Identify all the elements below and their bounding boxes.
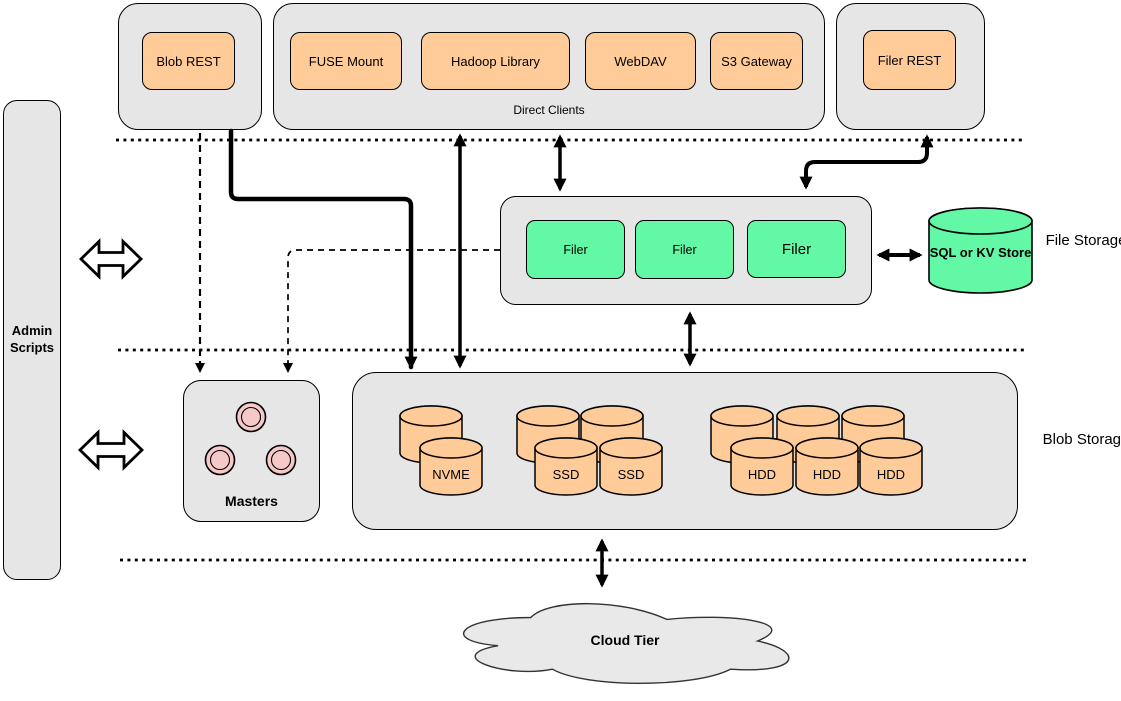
admin-blob-tier-double-arrow [77, 429, 145, 471]
disk-label-nvme: NVME [432, 467, 470, 482]
blob-storage-section-label: Blob Storage [1042, 431, 1121, 448]
volume-servers-box [352, 372, 1018, 530]
disk-label-hdd-3: HDD [876, 467, 906, 482]
hadoop-library-label: Hadoop Library [451, 53, 540, 69]
direct-clients-title: Direct Clients [513, 103, 585, 117]
admin-scripts-label: Admin Scripts [9, 323, 55, 355]
cloud-tier-label: Cloud Tier [590, 632, 660, 648]
fuse-mount-node: FUSE Mount [290, 32, 402, 90]
s3-gateway-label: S3 Gateway [721, 53, 792, 69]
filer-label-3: Filer [781, 240, 812, 258]
disk-label-ssd-2: SSD [617, 467, 645, 482]
filer-rest-node: Filer REST [863, 30, 956, 90]
webdav-label: WebDAV [614, 53, 667, 69]
filer-label-1: Filer [563, 242, 588, 257]
disk-label-hdd-1: HDD [747, 467, 777, 482]
hadoop-library-node: Hadoop Library [421, 32, 570, 90]
masters-label: Masters [225, 493, 278, 509]
fuse-mount-label: FUSE Mount [308, 53, 384, 69]
admin-scripts-box: Admin Scripts [3, 100, 61, 580]
filer-group-to-masters-dashed-arrow [283, 249, 500, 373]
webdav-node: WebDAV [585, 32, 696, 90]
filer-node-1: Filer [526, 220, 625, 279]
blob-rest-node: Blob REST [142, 32, 235, 90]
s3-gateway-node: S3 Gateway [710, 32, 803, 90]
blob-rest-label: Blob REST [156, 53, 221, 69]
sql-kv-store-label: SQL or KV Store [929, 244, 1032, 260]
file-storage-section-label: File Storage [1045, 232, 1121, 249]
filer-rest-to-filer-double-arrow [799, 134, 934, 190]
filer-node-3: Filer [747, 220, 846, 278]
blob-rest-to-volume-arrow [228, 128, 418, 370]
filer-node-2: Filer [635, 220, 734, 279]
filer-rest-label: Filer REST [877, 52, 942, 68]
disk-label-hdd-2: HDD [812, 467, 842, 482]
filer-label-2: Filer [672, 242, 697, 257]
admin-file-tier-double-arrow [78, 238, 144, 280]
disk-label-ssd-1: SSD [552, 467, 580, 482]
